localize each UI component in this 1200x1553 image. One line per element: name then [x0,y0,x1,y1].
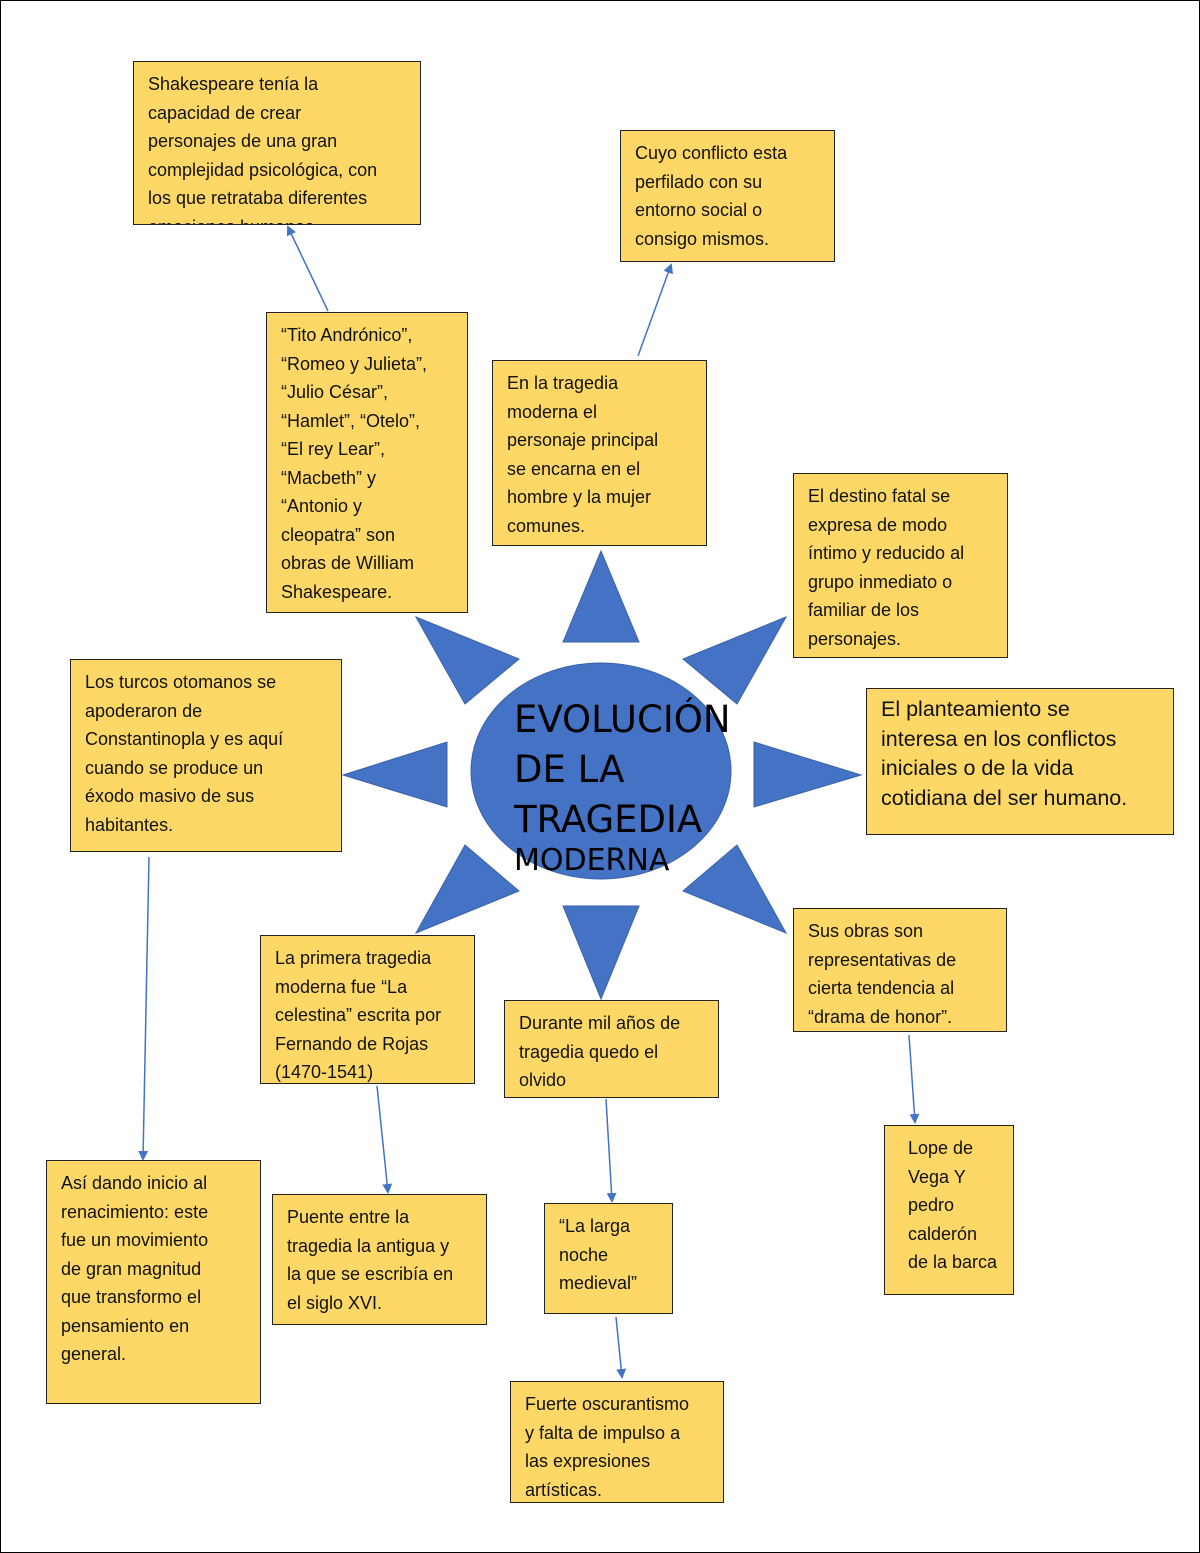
box-larga-noche: “La larga noche medieval” [544,1203,673,1314]
triangle-bottom-right [682,844,788,935]
box-personaje: En la tragedia moderna el personaje prin… [492,360,707,546]
box-conflicto: Cuyo conflicto esta perfilado con su ent… [620,130,835,262]
triangle-right [753,741,863,808]
box-oscurantismo: Fuerte oscurantismo y falta de impulso a… [510,1381,724,1503]
arrow [615,1316,627,1379]
box-puente: Puente entre la tragedia la antigua y la… [272,1194,487,1325]
box-shakespeare-capacidad: Shakespeare tenía la capacidad de crear … [133,61,421,225]
arrow [286,225,329,312]
center-title: EVOLUCIÓN DE LA TRAGEDIA [514,698,731,841]
triangle-top-right [682,615,788,705]
arrow [138,856,150,1161]
box-turcos: Los turcos otomanos se apoderaron de Con… [70,659,342,852]
center-subtitle: MODERNA [514,843,670,878]
box-mil-anos: Durante mil años de tragedia quedo el ol… [504,1000,719,1098]
center-ellipse [470,662,732,880]
box-renacimiento: Así dando inicio al renacimiento: este f… [46,1160,261,1404]
box-obras-shakespeare: “Tito Andrónico”, “Romeo y Julieta”, “Ju… [266,312,468,613]
box-lope-calderon: Lope de Vega Y pedro calderón de la barc… [884,1125,1014,1295]
triangle-top-left [414,615,520,705]
arrow [908,1034,920,1124]
arrow [637,263,673,357]
triangle-top [562,549,640,643]
box-planteamiento: El planteamiento se interesa en los conf… [866,688,1174,835]
arrow [605,1098,617,1203]
box-destino: El destino fatal se expresa de modo ínti… [793,473,1008,658]
triangle-bottom [562,905,640,1001]
box-primera-tragedia: La primera tragedia moderna fue “La cele… [260,935,475,1084]
triangle-bottom-left [414,844,520,935]
box-sus-obras: Sus obras son representativas de cierta … [793,908,1007,1032]
arrow [376,1085,393,1194]
triangle-left [341,741,448,808]
